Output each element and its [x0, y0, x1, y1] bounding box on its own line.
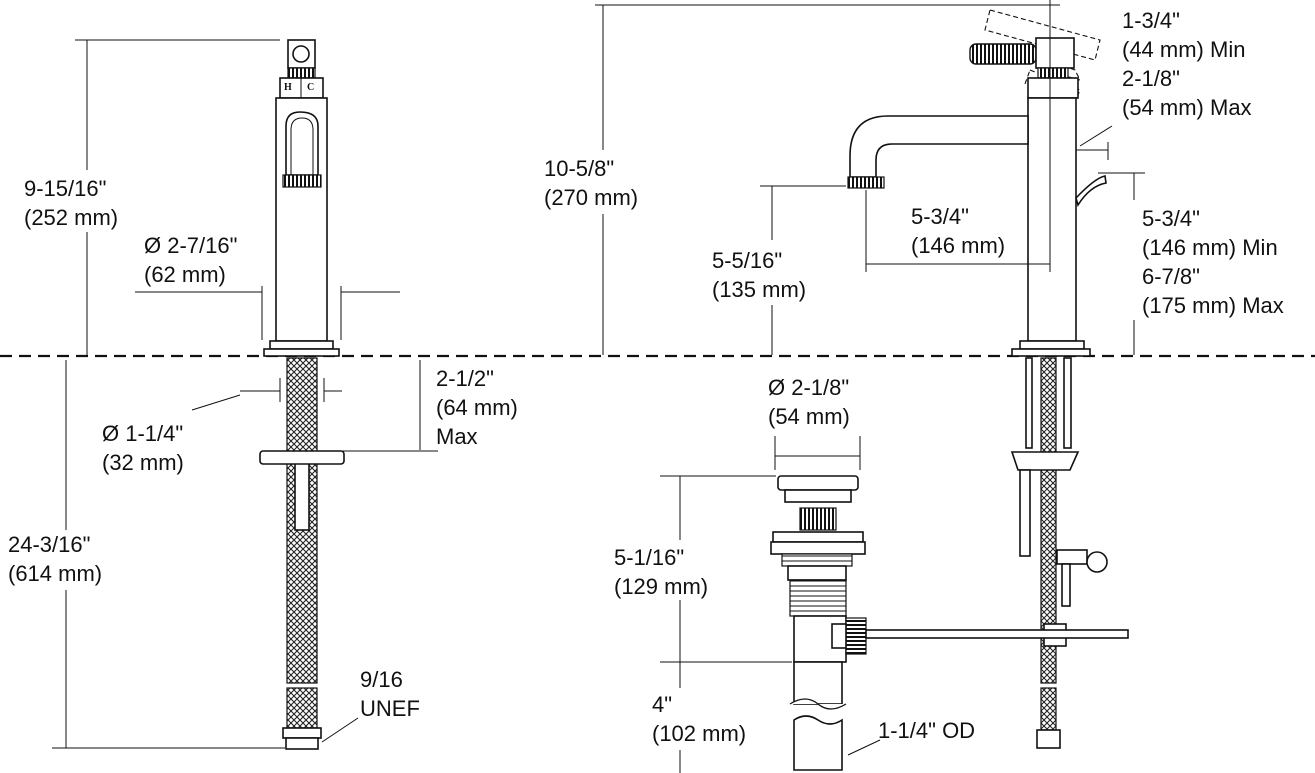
- handle-clearance-min-in: 1-3/4": [1122, 8, 1180, 33]
- overall-height-label: 10-5/8" (270 mm): [544, 154, 638, 212]
- drain-body-height-in: 5-1/16": [614, 545, 685, 570]
- supply-length-label: 24-3/16" (614 mm): [8, 530, 102, 588]
- drain-cap-diameter-mm: (54 mm): [768, 404, 850, 429]
- tailpiece-length-in: 4": [652, 692, 673, 717]
- faucet-side-view: [847, 9, 1108, 749]
- tailpiece-length-label: 4" (102 mm): [652, 690, 746, 748]
- supply-thread-size: 9/16: [360, 667, 403, 692]
- faucet-height-mm: (252 mm): [24, 205, 119, 230]
- supply-thread-type: UNEF: [360, 696, 420, 721]
- drain-lever-height-max-in: 6-7/8": [1142, 264, 1200, 289]
- spout-height-in: 5-5/16": [712, 248, 783, 273]
- handle-clearance-label: 1-3/4" (44 mm) Min 2-1/8" (54 mm) Max: [1122, 6, 1252, 122]
- overall-height-in: 10-5/8": [544, 156, 615, 181]
- drain-cap-diameter-label: Ø 2-1/8" (54 mm): [768, 373, 850, 431]
- drain-cap-diameter-in: Ø 2-1/8": [768, 375, 850, 400]
- supply-length-in: 24-3/16": [8, 532, 91, 557]
- drain-lever-height-max-mm: (175 mm) Max: [1142, 293, 1284, 318]
- max-deck-thickness-mm: (64 mm): [436, 395, 518, 420]
- handle-clearance-max-mm: (54 mm) Max: [1122, 95, 1252, 120]
- overall-height-mm: (270 mm): [544, 185, 639, 210]
- side-view-dimension-lines: [595, 0, 1145, 773]
- faucet-diameter-label: Ø 2-7/16" (62 mm): [144, 231, 237, 289]
- faucet-diameter-mm: (62 mm): [144, 262, 226, 287]
- spout-reach-mm: (146 mm): [911, 233, 1006, 258]
- supply-thread-label: 9/16 UNEF: [360, 665, 420, 723]
- cold-marking: C: [307, 82, 315, 93]
- front-view-dimension-lines: [52, 39, 438, 749]
- faucet-height-in: 9-15/16": [24, 176, 107, 201]
- drain-lever-height-min-mm: (146 mm) Min: [1142, 235, 1278, 260]
- spout-height-label: 5-5/16" (135 mm): [712, 246, 806, 304]
- handle-clearance-min-mm: (44 mm) Min: [1122, 37, 1246, 62]
- faucet-diameter-in: Ø 2-7/16": [144, 233, 238, 258]
- tailpiece-od-label: 1-1/4" OD: [878, 716, 975, 745]
- drain-assembly: [770, 475, 1129, 771]
- tailpiece-od-text: 1-1/4" OD: [878, 718, 976, 743]
- hot-marking: H: [284, 82, 292, 93]
- faucet-front-view: [259, 39, 345, 750]
- drain-lever-height-min-in: 5-3/4": [1142, 206, 1200, 231]
- spout-reach-in: 5-3/4": [911, 204, 969, 229]
- spout-height-mm: (135 mm): [712, 277, 807, 302]
- shank-diameter-label: Ø 1-1/4" (32 mm): [102, 419, 184, 477]
- max-deck-thickness-in: 2-1/2": [436, 366, 494, 391]
- drain-body-height-label: 5-1/16" (129 mm): [614, 543, 708, 601]
- max-deck-thickness-note: Max: [436, 424, 478, 449]
- shank-diameter-in: Ø 1-1/4": [102, 421, 184, 446]
- spout-reach-label: 5-3/4" (146 mm): [911, 202, 1005, 260]
- tailpiece-length-mm: (102 mm): [652, 721, 747, 746]
- drain-lever-height-label: 5-3/4" (146 mm) Min 6-7/8" (175 mm) Max: [1142, 204, 1284, 320]
- shank-diameter-mm: (32 mm): [102, 450, 184, 475]
- handle-clearance-max-in: 2-1/8": [1122, 66, 1180, 91]
- supply-length-mm: (614 mm): [8, 561, 103, 586]
- max-deck-thickness-label: 2-1/2" (64 mm) Max: [436, 364, 518, 451]
- drain-body-height-mm: (129 mm): [614, 574, 709, 599]
- faucet-height-label: 9-15/16" (252 mm): [24, 174, 118, 232]
